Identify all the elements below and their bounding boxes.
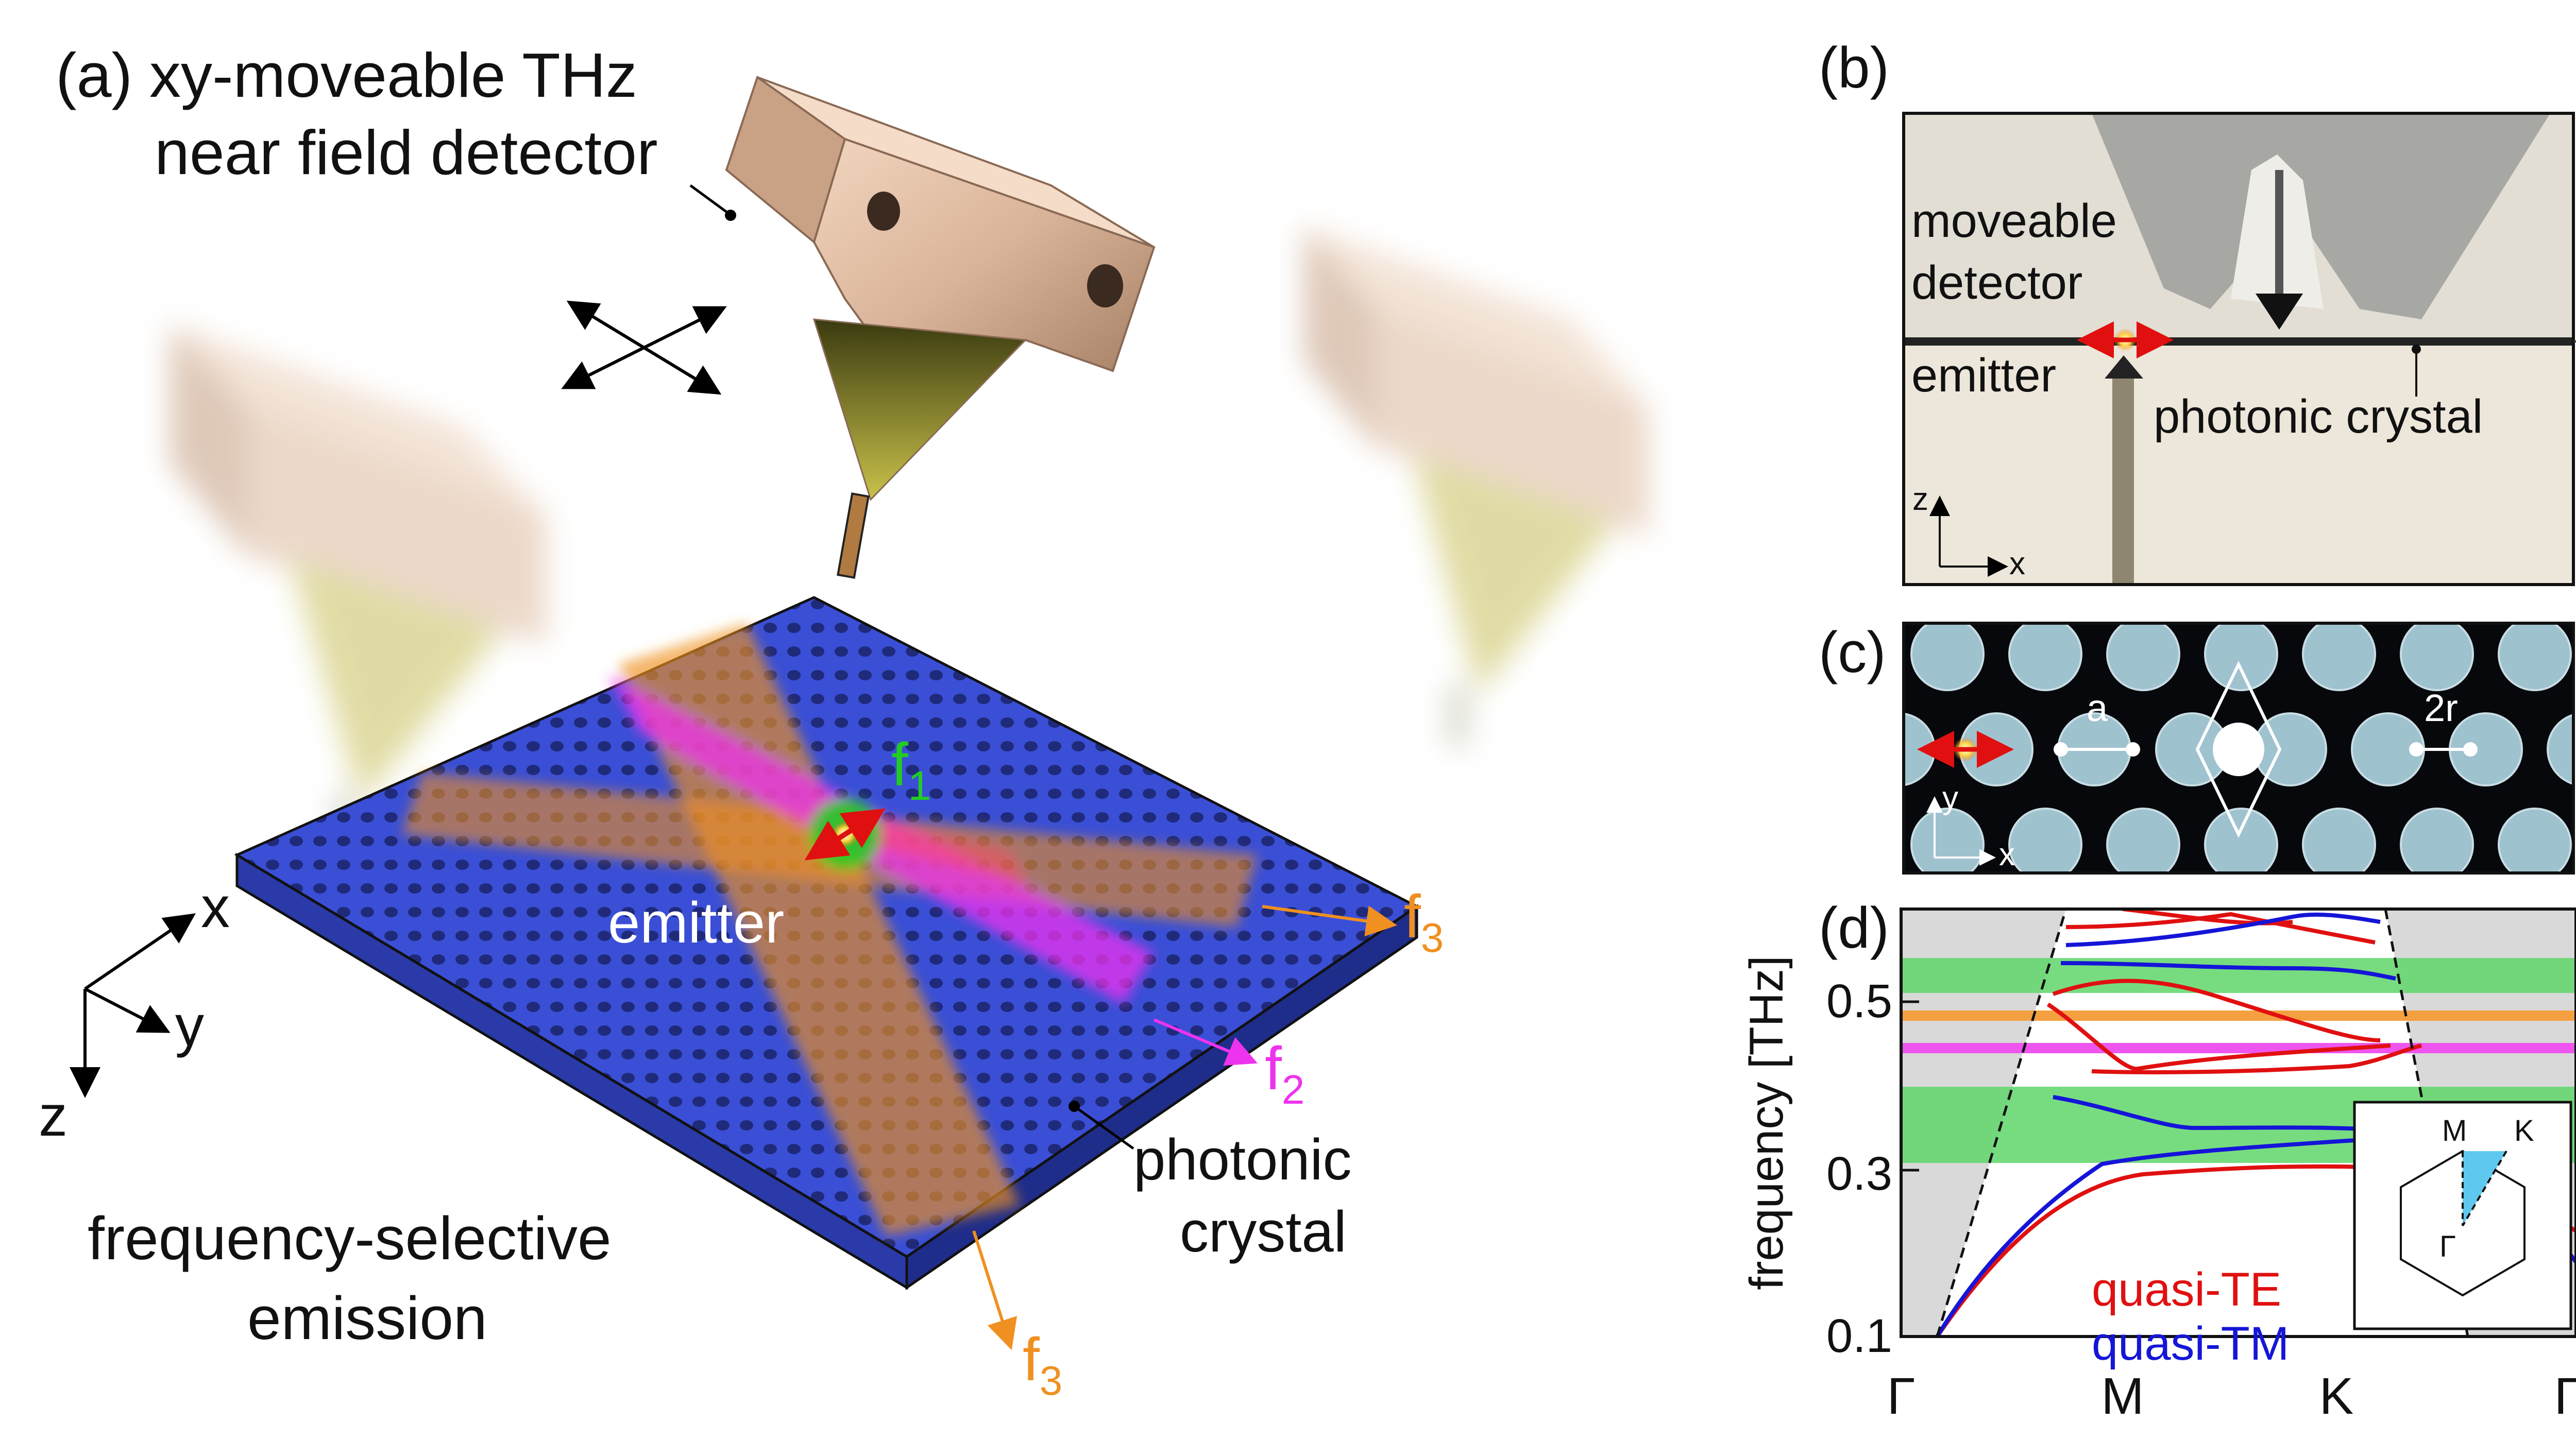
xtick-3: Γ: [2554, 1367, 2576, 1425]
f3-bottom-arrow: [972, 1230, 1018, 1350]
detector-leader-line: [689, 184, 730, 215]
te-bands: [1935, 909, 2576, 1337]
ytick-2: 0.1: [1826, 1310, 1892, 1362]
axis-y-label: y: [175, 993, 204, 1058]
lattice-hole: [2204, 808, 2278, 873]
b-detector-label-line1: moveable: [1911, 195, 2117, 247]
inset-m-label: M: [2442, 1114, 2467, 1147]
f2-arrow: [1153, 1018, 1258, 1066]
lattice-hole: [2302, 623, 2376, 691]
blurred-detector-right: [1303, 227, 1649, 747]
axis-x-label: x: [201, 875, 230, 939]
detector-label-line1: xy-moveable THz: [149, 40, 637, 110]
lattice-hole: [2400, 623, 2474, 691]
b-crystal-label: photonic crystal: [2154, 390, 2483, 443]
legend-tm: quasi-TM: [2092, 1317, 2289, 1370]
f1-label: f1: [891, 731, 931, 809]
b-crystal-leader-dot: [2412, 345, 2421, 354]
xtick-1: M: [2101, 1367, 2144, 1425]
lattice-hole: [2008, 808, 2082, 873]
f3-line: [1901, 1010, 2576, 1021]
axes-triad: x y z: [39, 875, 230, 1148]
xtick-0: Γ: [1887, 1367, 1915, 1425]
panel-a-label: (a): [56, 40, 132, 110]
xtick-2: K: [2319, 1367, 2354, 1425]
blurred-detector-left: [170, 324, 546, 876]
lattice-hole: [2547, 713, 2573, 785]
c-unit-cell: [2195, 661, 2282, 838]
lattice-hole: [2302, 808, 2376, 873]
band-diagram: M K Γ: [1901, 909, 2576, 1337]
band-gap-upper: [1901, 958, 2576, 993]
panel-d-label: (d): [1819, 896, 1889, 960]
inset-k-label: K: [2514, 1114, 2534, 1147]
lattice-hole: [2106, 808, 2180, 873]
panel-c-label: (c): [1819, 620, 1886, 684]
emitter-dipole-2: [804, 820, 851, 861]
caption-line1: frequency-selective: [88, 1205, 612, 1273]
f2-line: [1901, 1043, 2576, 1053]
panel-b-label: (b): [1819, 36, 1889, 100]
b-detector-label-line2: detector: [1911, 256, 2082, 309]
crystal-label-line2: crystal: [1180, 1200, 1347, 1264]
ytick-1: 0.3: [1826, 1147, 1892, 1200]
emitter-dipole-1: [839, 808, 886, 848]
light-line-left: [1936, 909, 2067, 1337]
lattice-hole: [2253, 712, 2327, 786]
c-axis-y: y: [1942, 780, 1958, 816]
lattice-hole: [1910, 623, 1985, 691]
detector-label-line2: near field detector: [155, 117, 658, 187]
lattice-hole: [2498, 808, 2572, 873]
lattice-hole: [1910, 808, 1985, 873]
detector-leader-dot: [725, 210, 736, 221]
inset-gamma-label: Γ: [2439, 1230, 2456, 1263]
legend-te: quasi-TE: [2092, 1263, 2281, 1316]
c-axes: y x: [1926, 780, 2015, 872]
lattice-hole: [2204, 623, 2278, 691]
b-axes: z x: [1912, 482, 2025, 581]
lattice-hole: [2498, 623, 2572, 691]
caption-line2: emission: [247, 1284, 487, 1352]
f3-right-arrow: [1262, 905, 1397, 937]
f3-bottom-label: f3: [1023, 1326, 1062, 1403]
panel-c: (c) a 2r y x: [1819, 620, 2575, 875]
band-frame: [1900, 907, 2576, 1338]
panel-a: (a) xy-moveable THz near field detector: [39, 40, 1649, 1403]
crystal-leader-line: [1073, 1105, 1134, 1150]
lattice-hole: [2400, 808, 2474, 873]
panel-b: (b) moveable detector emitter photonic c…: [1819, 36, 2576, 757]
emitter-label: emitter: [608, 890, 784, 955]
crystal-label-line1: photonic: [1133, 1127, 1351, 1192]
c-axis-x: x: [1999, 837, 2015, 872]
c-radius-label: 2r: [2424, 687, 2458, 729]
panel-d: (d): [1740, 896, 2576, 1425]
near-field-detector: [725, 75, 1156, 579]
b-axis-x: x: [2009, 546, 2025, 581]
f3-right-label: f3: [1404, 883, 1444, 961]
ylabel: frequency [THz]: [1740, 955, 1793, 1290]
b-axis-z: z: [1912, 482, 1928, 517]
c-lattice-label: a: [2087, 687, 2108, 729]
f2-label: f2: [1265, 1035, 1304, 1112]
lattice-hole: [2106, 623, 2180, 691]
ytick-0: 0.5: [1826, 975, 1892, 1027]
move-arrow-2b: [566, 306, 727, 388]
axis-z-label: z: [39, 1084, 67, 1148]
lattice-hole: [2008, 623, 2082, 691]
b-emitter-label: emitter: [1911, 349, 2056, 402]
